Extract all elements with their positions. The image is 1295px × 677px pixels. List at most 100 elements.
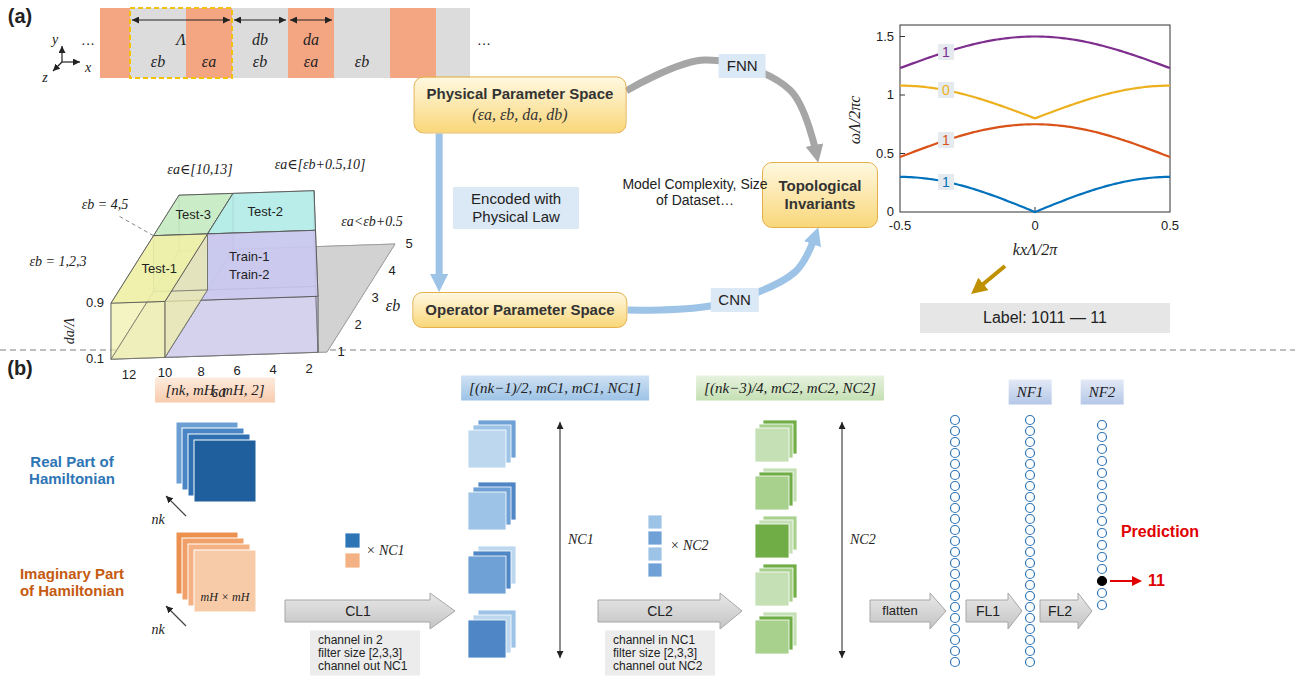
ellipsis: ··· [477, 35, 491, 51]
band-invariant: 1 [938, 44, 954, 60]
tick-label: 6 [233, 364, 240, 379]
node-text: Operator Parameter Space [425, 301, 614, 319]
photonic-crystal-strip [100, 8, 470, 78]
neuron [1098, 481, 1107, 490]
neuron [951, 592, 960, 601]
layer-info-box: channel in 2filter size [2,3,3]channel o… [310, 631, 420, 676]
neuron [1026, 493, 1035, 502]
range-label: εb = 1,2,3 [30, 254, 87, 270]
axis-title: da/Λ [62, 318, 78, 344]
size-box: NF1 [1009, 380, 1052, 405]
neuron [951, 449, 960, 458]
neuron [1098, 469, 1107, 478]
axis-title: εa [212, 382, 226, 400]
band-curve [900, 37, 1170, 69]
prism-top [111, 234, 208, 303]
neuron [1026, 438, 1035, 447]
node-text: [(nk−1)/2, mC1, mC1, NC1] [469, 380, 641, 397]
neuron [951, 427, 960, 436]
neuron [1026, 559, 1035, 568]
tick-label: 0.5 [1161, 219, 1179, 234]
neuron [951, 526, 960, 535]
node-text: channel in 2 [318, 634, 383, 647]
neuron [951, 570, 960, 579]
size-box: NF2 [1081, 380, 1124, 405]
coordinate-axes [53, 46, 80, 71]
node-text: Physical Parameter Space [427, 85, 614, 103]
feature-map [755, 620, 789, 654]
period-label: Λ [176, 31, 186, 49]
neuron [1098, 553, 1107, 562]
feature-map [755, 476, 789, 510]
axis-label: x [85, 60, 91, 76]
neuron [1098, 577, 1107, 586]
permittivity-label: εb [355, 53, 369, 71]
node-text: NF1 [1017, 384, 1044, 401]
permittivity-label: εa [202, 53, 216, 71]
node-text: (εa, εb, da, db) [472, 105, 567, 124]
node-text: NF2 [1089, 384, 1116, 401]
neuron [951, 504, 960, 513]
filter-count: × NC1 [366, 543, 405, 559]
neuron [951, 647, 960, 656]
imag-matrix [194, 550, 256, 612]
tick-label: 0 [887, 205, 894, 220]
neuron [1026, 581, 1035, 590]
panel-label: (b) [7, 357, 33, 380]
feature-map [755, 428, 789, 462]
process-box: Physical Parameter Space (εa, εb, da, db) [414, 76, 627, 133]
layer-name: FL2 [1048, 603, 1072, 619]
neuron [1026, 614, 1035, 623]
tick-label: 12 [122, 367, 136, 382]
axis-title: εb [386, 297, 400, 315]
neuron [951, 636, 960, 645]
node-text: channel in NC1 [613, 634, 695, 647]
tick-label: 1.5 [876, 29, 894, 44]
node-text: filter size [2,3,3] [318, 647, 402, 660]
neuron [1098, 517, 1107, 526]
tick-label: 0.5 [876, 146, 894, 161]
neuron [1098, 601, 1107, 610]
neuron [1026, 460, 1035, 469]
neuron [1026, 548, 1035, 557]
neuron [951, 482, 960, 491]
neuron [951, 416, 960, 425]
neuron [1026, 625, 1035, 634]
tick-label: 1 [337, 345, 344, 360]
neuron [1026, 504, 1035, 513]
tick-label: 3 [371, 291, 378, 306]
width-label: db [252, 31, 268, 49]
dimension-label: nk [151, 622, 164, 638]
axis-title: ωΛ/2πc [846, 96, 864, 145]
dataset-label: Train-2 [229, 267, 270, 282]
dimension-label: nk [151, 512, 164, 528]
label-box: Label: 1011 — 11 [920, 303, 1170, 333]
axis-label: z [42, 70, 47, 86]
neuron [1026, 647, 1035, 656]
shape-box: [(nk−1)/2, mC1, mC1, NC1] [461, 376, 649, 401]
range-label: εa∈[10,13] [167, 162, 232, 178]
generated-art [111, 37, 1170, 667]
real-matrix [194, 440, 256, 502]
neuron [1026, 570, 1035, 579]
process-box: Topological Invariants [762, 162, 878, 228]
channel-arrows [166, 422, 842, 658]
neuron [1026, 537, 1035, 546]
band-invariant: 1 [938, 132, 954, 148]
layer-name: flatten [882, 604, 917, 619]
range-label: εa∈[εb+0.5,10] [275, 157, 366, 173]
neuron [1026, 658, 1035, 667]
feature-map [755, 572, 789, 606]
neuron [1026, 592, 1035, 601]
neuron [1098, 421, 1107, 430]
excluded-region [314, 244, 395, 352]
tick-label: 8 [197, 365, 204, 380]
process-box: Operator Parameter Space [412, 292, 627, 328]
dataset-label: Test-1 [142, 261, 177, 276]
prediction-arrow [1110, 580, 1140, 582]
neuron [951, 581, 960, 590]
permittivity-label: εb [253, 53, 267, 71]
channel-count: NC2 [850, 532, 876, 548]
permittivity-label: εb [151, 53, 165, 71]
